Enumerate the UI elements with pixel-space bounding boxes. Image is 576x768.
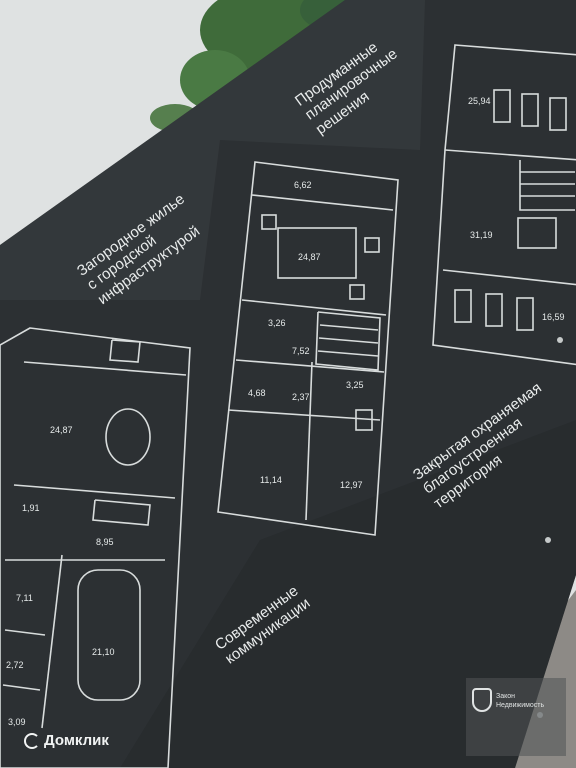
room-area: 3,26	[268, 318, 286, 328]
badge-line2: Недвижимость	[496, 702, 545, 710]
room-area: 2,72	[6, 660, 24, 670]
banner-shadow	[120, 420, 576, 768]
room-area: 4,68	[248, 388, 266, 398]
badge-line1: Закон	[496, 693, 516, 700]
floor-plan-middle	[217, 161, 399, 536]
domclick-logo: Домклик	[24, 732, 109, 749]
room-area: 31,19	[470, 230, 493, 240]
room-area: 25,94	[468, 96, 491, 106]
shield-icon	[472, 688, 492, 712]
room-area: 11,14	[260, 475, 282, 485]
floor-plan-left	[0, 327, 191, 768]
domclick-logo-text: Домклик	[44, 732, 109, 749]
room-area: 21,10	[92, 647, 115, 657]
room-area: 7,11	[16, 593, 33, 603]
room-area: 6,62	[294, 180, 312, 190]
room-area: 3,09	[8, 717, 26, 727]
room-area: 16,59	[542, 312, 565, 322]
room-area: 12,97	[340, 480, 363, 490]
room-area: 7,52	[292, 346, 310, 356]
room-area: 1,91	[22, 503, 40, 513]
floor-plan-top	[432, 44, 576, 366]
room-area: 3,25	[346, 380, 364, 390]
room-area: 24,87	[50, 425, 73, 435]
domclick-logo-icon	[24, 732, 40, 749]
room-area: 8,95	[96, 537, 114, 547]
banner-panel-top	[0, 0, 425, 300]
room-area: 24,87	[298, 252, 321, 262]
law-realty-badge: Закон Недвижимость	[466, 678, 566, 756]
room-area: 2,37	[292, 392, 310, 402]
